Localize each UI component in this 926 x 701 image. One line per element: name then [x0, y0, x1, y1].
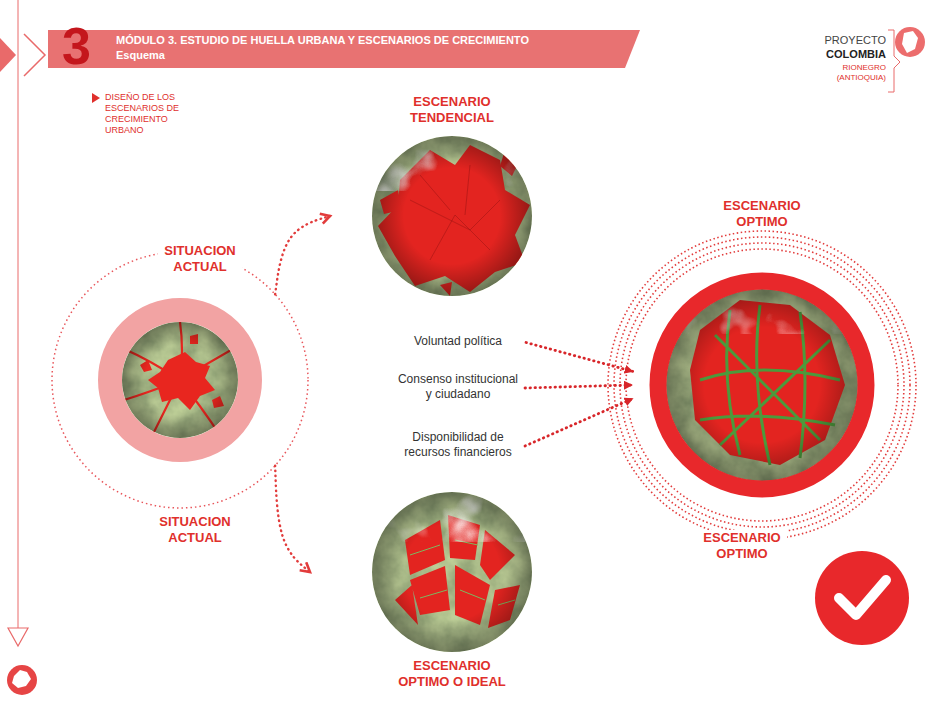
dotted-arrow: [525, 385, 632, 388]
country-icon: [895, 27, 925, 57]
region-icon: [12, 670, 31, 688]
title: MÓDULO 3. ESTUDIO DE HUELLA URBANA Y ESC…: [116, 33, 529, 47]
dotted-arrow: [526, 343, 633, 372]
satellite-image: [120, 320, 240, 440]
dotted-arrow: [525, 399, 633, 446]
satellite-image: [372, 136, 532, 296]
header-chevron: [24, 34, 45, 76]
header-chevron: [0, 38, 16, 72]
satellite-image: [122, 322, 238, 438]
red-ring: [658, 281, 866, 489]
satellite-image: [372, 492, 532, 652]
satellite-image: [666, 289, 858, 481]
condition-label: Disponibilidad de recursos financieros: [394, 430, 522, 460]
module-number: 3: [62, 20, 112, 72]
optimal-figure: [608, 231, 916, 539]
condition-text: Consenso institucional y ciudadano: [394, 372, 522, 404]
pink-ring: [110, 310, 250, 450]
city-label: RIONEGRO (ANTIOQUIA): [826, 63, 886, 83]
optimal-figure: [614, 237, 910, 533]
scenario-heading: ESCENARIO OPTIMO: [717, 198, 807, 230]
down-arrow: [8, 628, 28, 646]
optimal-figure: [608, 231, 916, 645]
satellite-image: [666, 289, 858, 481]
satellite-image: [122, 322, 238, 440]
scenario-heading: SITUACION ACTUAL: [153, 514, 237, 546]
condition-text: Disponibilidad de recursos financieros: [394, 430, 522, 462]
subtitle: Esquema: [116, 48, 236, 62]
check-mark: [839, 580, 886, 615]
country-label: COLOMBIA: [790, 47, 886, 61]
scenario-heading: ESCENARIO OPTIMO: [697, 530, 787, 562]
scenario-heading: ESCENARIO TENDENCIAL: [392, 94, 512, 126]
satellite-image: [120, 320, 240, 440]
dotted-ring: [52, 252, 308, 508]
optimal-scenario-circle: ESCENARIO OPTIMO ESCENARIO OPTIMO: [600, 196, 922, 568]
project-label: PROYECTO: [790, 33, 886, 47]
dotted-arrow: [275, 216, 330, 294]
satellite-image: [372, 492, 532, 652]
optimal-figure: [626, 249, 898, 521]
condition-label: Consenso institucional y ciudadano: [394, 372, 522, 402]
optimal-figure: [620, 243, 904, 527]
dotted-arrow: [275, 466, 310, 572]
satellite-image: [372, 136, 532, 296]
trend-scenario-circle: ESCENARIO TENDENCIAL: [330, 92, 574, 302]
region-icon: [7, 665, 37, 695]
check-badge: [815, 551, 909, 645]
current-situation-figure: [52, 252, 308, 508]
scenario-heading: SITUACION ACTUAL: [158, 243, 242, 275]
current-situation-circle: SITUACION ACTUAL SITUACION ACTUAL: [50, 240, 314, 552]
satellite-image: [372, 492, 532, 652]
ideal-scenario-circle: ESCENARIO OPTIMO O IDEAL: [310, 488, 594, 698]
section-label: DISEÑO DE LOS ESCENARIOS DE CRECIMIENTO …: [105, 92, 191, 136]
bullet-triangle: [92, 93, 100, 103]
satellite-image: [666, 289, 858, 481]
country-icon: [902, 31, 918, 53]
condition-label: Voluntad política: [393, 334, 523, 349]
timeline-line: [18, 0, 19, 628]
condition-text: Voluntad política: [393, 334, 523, 351]
satellite-image: [372, 136, 532, 296]
scenario-heading: ESCENARIO OPTIMO O IDEAL: [392, 658, 512, 690]
header-band: [48, 30, 640, 68]
